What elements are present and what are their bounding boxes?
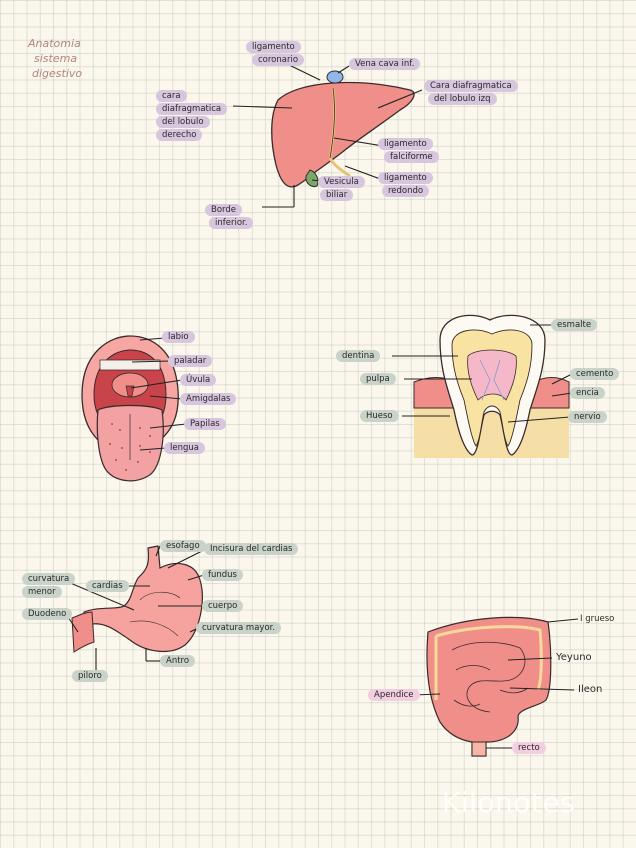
label-text: del lobulo (156, 116, 210, 128)
label-text: nervio (568, 411, 607, 423)
label-text: recto (512, 742, 546, 754)
label-labio: labio (162, 331, 195, 344)
label-text: cara (156, 90, 187, 102)
label-text: ligamento (378, 172, 433, 184)
label-text: inferior. (209, 217, 254, 229)
label-text: I grueso (580, 614, 615, 624)
label-text: falciforme (384, 151, 439, 163)
label-vesicula: Vesicula biliar (318, 176, 365, 202)
label-text: diafragmatica (156, 103, 228, 115)
label-i-grueso: I grueso (578, 613, 616, 626)
mouth-leader-lines (130, 337, 187, 451)
label-text: labio (162, 331, 195, 343)
label-text: encia (570, 387, 605, 399)
label-borde: Borde inferior. (205, 204, 254, 230)
label-text: redondo (382, 185, 430, 197)
label-text: esmalte (551, 319, 598, 331)
watermark: Kilonotes (442, 786, 576, 819)
intestine-leader-lines (412, 618, 579, 749)
label-esofago: esofago (160, 540, 206, 553)
label-uvula: Úvula (180, 374, 217, 387)
label-text: cemento (570, 368, 620, 380)
label-text: Vena cava inf. (349, 58, 421, 70)
label-incisura: Incisura del cardias (204, 543, 299, 556)
mouth-illustration (81, 335, 179, 482)
label-amigdalas: Amigdalas (180, 393, 237, 406)
label-text: fundus (202, 569, 243, 581)
label-text: Incisura del cardias (204, 543, 299, 555)
label-text: dentina (336, 350, 381, 362)
label-text: menor (22, 586, 62, 598)
label-yeyuno: Yeyuno (554, 652, 594, 665)
label-curvatura-mayor: curvatura mayor. (196, 622, 282, 635)
label-esmalte: esmalte (551, 319, 598, 332)
label-text: Apendice (368, 689, 420, 701)
label-text: Borde (205, 204, 243, 216)
label-text: coronario (252, 54, 305, 66)
intestine-illustration (426, 616, 552, 757)
label-text: lengua (164, 442, 205, 454)
label-nervio: nervio (568, 411, 607, 424)
label-text: biliar (320, 189, 354, 201)
label-text: ligamento (246, 41, 301, 53)
label-cara-izq: Cara diafragmatica del lobulo izq (424, 80, 518, 106)
label-encia: encia (570, 387, 605, 400)
tooth-illustration (413, 314, 570, 458)
label-text: Úvula (180, 374, 217, 386)
label-duodeno: Duodeno (22, 608, 73, 621)
label-ligamento-coronario: ligamento coronario (246, 41, 305, 67)
label-text: Vesicula (318, 176, 365, 188)
label-ligamento-falciforme: ligamento falciforme (378, 138, 439, 164)
label-paladar: paladar (168, 355, 213, 368)
label-ileon: Ileon (576, 684, 604, 697)
label-text: paladar (168, 355, 213, 367)
label-text: pulpa (360, 373, 396, 385)
label-apendice: Apendice (368, 689, 420, 702)
label-text: del lobulo izq (428, 93, 497, 105)
label-piloro: piloro (72, 670, 108, 683)
label-cara-der: cara diafragmatica del lobulo derecho (156, 90, 228, 142)
title-line: digestivo (32, 67, 83, 80)
label-text: cuerpo (202, 600, 244, 612)
label-cemento: cemento (570, 368, 620, 381)
label-text: Yeyuno (556, 652, 592, 663)
label-pulpa: pulpa (360, 373, 396, 386)
title-line: Anatomia (28, 37, 81, 50)
label-fundus: fundus (202, 569, 243, 582)
label-text: Antro (160, 655, 196, 667)
liver-illustration (271, 70, 415, 188)
label-curvatura-menor: curvatura menor (22, 573, 76, 599)
label-text: Amigdalas (180, 393, 237, 405)
tooth-leader-lines (392, 324, 573, 423)
label-text: ligamento (378, 138, 433, 150)
label-text: Papilas (184, 418, 226, 430)
label-lengua: lengua (164, 442, 205, 455)
stomach-illustration (71, 545, 203, 653)
label-cardias: cardias (86, 580, 129, 593)
label-text: Hueso (360, 410, 399, 422)
label-text: cardias (86, 580, 129, 592)
page-title: Anatomia sistema digestivo (28, 36, 118, 81)
label-text: curvatura mayor. (196, 622, 282, 634)
label-text: piloro (72, 670, 108, 682)
label-ligamento-redondo: ligamento redondo (378, 172, 433, 198)
label-text: derecho (156, 129, 203, 141)
label-papilas: Papilas (184, 418, 226, 431)
label-text: curvatura (22, 573, 76, 585)
label-text: Ileon (578, 684, 603, 695)
label-dentina: dentina (336, 350, 381, 363)
label-antro: Antro (160, 655, 196, 668)
label-hueso: Hueso (360, 410, 399, 423)
label-vena-cava: Vena cava inf. (349, 58, 421, 71)
label-recto: recto (512, 742, 546, 755)
stomach-leader-lines (65, 545, 205, 676)
title-line: sistema (34, 52, 78, 65)
label-cuerpo: cuerpo (202, 600, 244, 613)
label-text: Duodeno (22, 608, 73, 620)
label-text: esofago (160, 540, 206, 552)
label-text: Cara diafragmatica (424, 80, 518, 92)
